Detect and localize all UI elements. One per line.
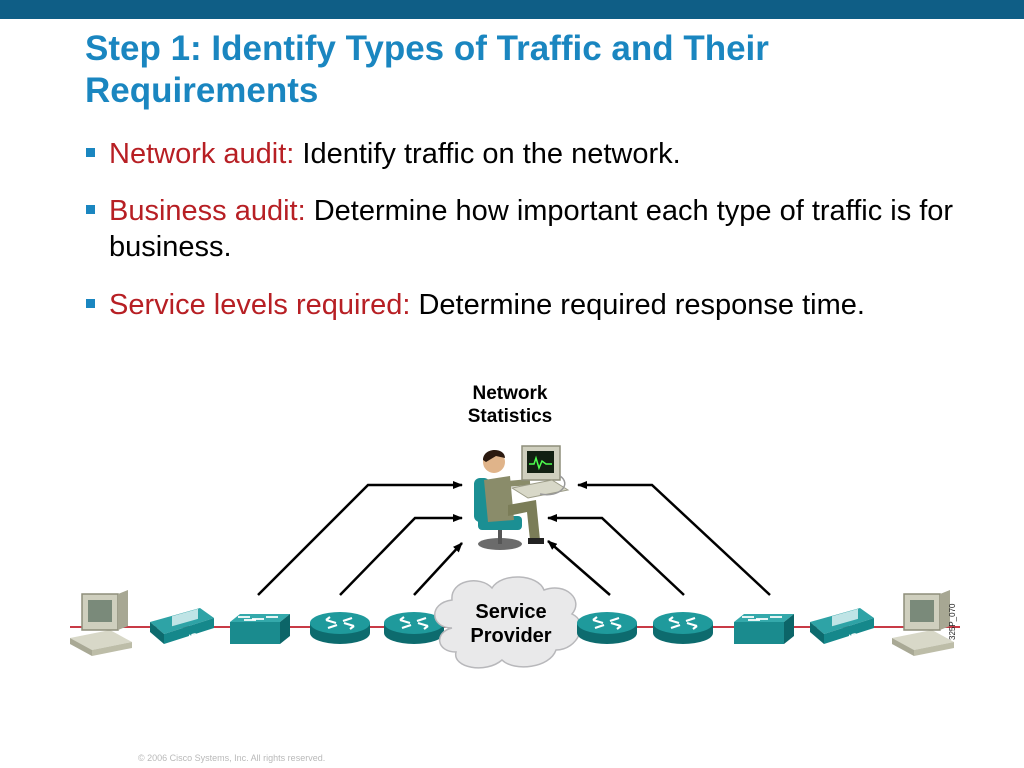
phone-badge: IP	[848, 631, 859, 643]
stat-arrow	[577, 481, 771, 596]
bullet-square-icon	[86, 299, 95, 308]
ip-phone-icon: IP	[810, 608, 874, 644]
top-banner	[0, 0, 1024, 19]
bullet-square-icon	[86, 148, 95, 157]
network-diagram: IP IP	[69, 445, 960, 669]
ip-phone-icon: IP	[150, 608, 214, 644]
router-icon	[308, 610, 372, 646]
analyst-at-computer-icon	[474, 445, 570, 550]
router-icon	[575, 610, 639, 646]
bullet-term: Network audit:	[109, 138, 295, 170]
slide-title: Step 1: Identify Types of Traffic and Th…	[85, 28, 985, 112]
bullet-business-audit: Business audit: Determine how important …	[84, 193, 964, 265]
copyright-footer: © 2006 Cisco Systems, Inc. All rights re…	[138, 753, 326, 763]
bullet-text: Determine how important each type of tra…	[109, 195, 954, 263]
title-line-2: Requirements	[85, 71, 319, 110]
phone-badge: IP	[188, 631, 199, 643]
bullet-list: Network audit: Identify traffic on the n…	[84, 136, 964, 345]
workstation-icon	[891, 589, 955, 657]
network-statistics-line2: Statistics	[467, 406, 553, 427]
bullet-text: Determine required response time.	[410, 289, 865, 321]
network-statistics-line1: Network	[472, 383, 548, 404]
bullet-text: Identify traffic on the network.	[294, 138, 681, 170]
switch-icon	[229, 613, 291, 645]
bullet-service-levels: Service levels required: Determine requi…	[84, 287, 964, 323]
service-provider-line1: Service	[475, 601, 547, 623]
bullet-square-icon	[86, 205, 95, 214]
stat-arrow	[257, 481, 463, 596]
figure-id: 325P_070	[948, 603, 957, 640]
bullet-network-audit: Network audit: Identify traffic on the n…	[84, 136, 964, 172]
bullet-term: Business audit:	[109, 195, 306, 227]
router-icon	[651, 610, 715, 646]
stat-arrow	[339, 514, 463, 596]
workstation-icon	[69, 589, 133, 657]
stat-arrow	[413, 542, 463, 596]
title-line-1: Step 1: Identify Types of Traffic and Th…	[85, 29, 769, 68]
network-statistics-label: Network Statistics	[440, 382, 580, 428]
switch-icon	[733, 613, 795, 645]
stat-arrow	[547, 514, 685, 596]
service-provider-line2: Provider	[470, 625, 552, 647]
bullet-term: Service levels required:	[109, 289, 411, 321]
cloud-icon	[434, 576, 582, 669]
service-provider-label: Service Provider	[444, 600, 578, 648]
stat-arrow	[547, 540, 611, 596]
